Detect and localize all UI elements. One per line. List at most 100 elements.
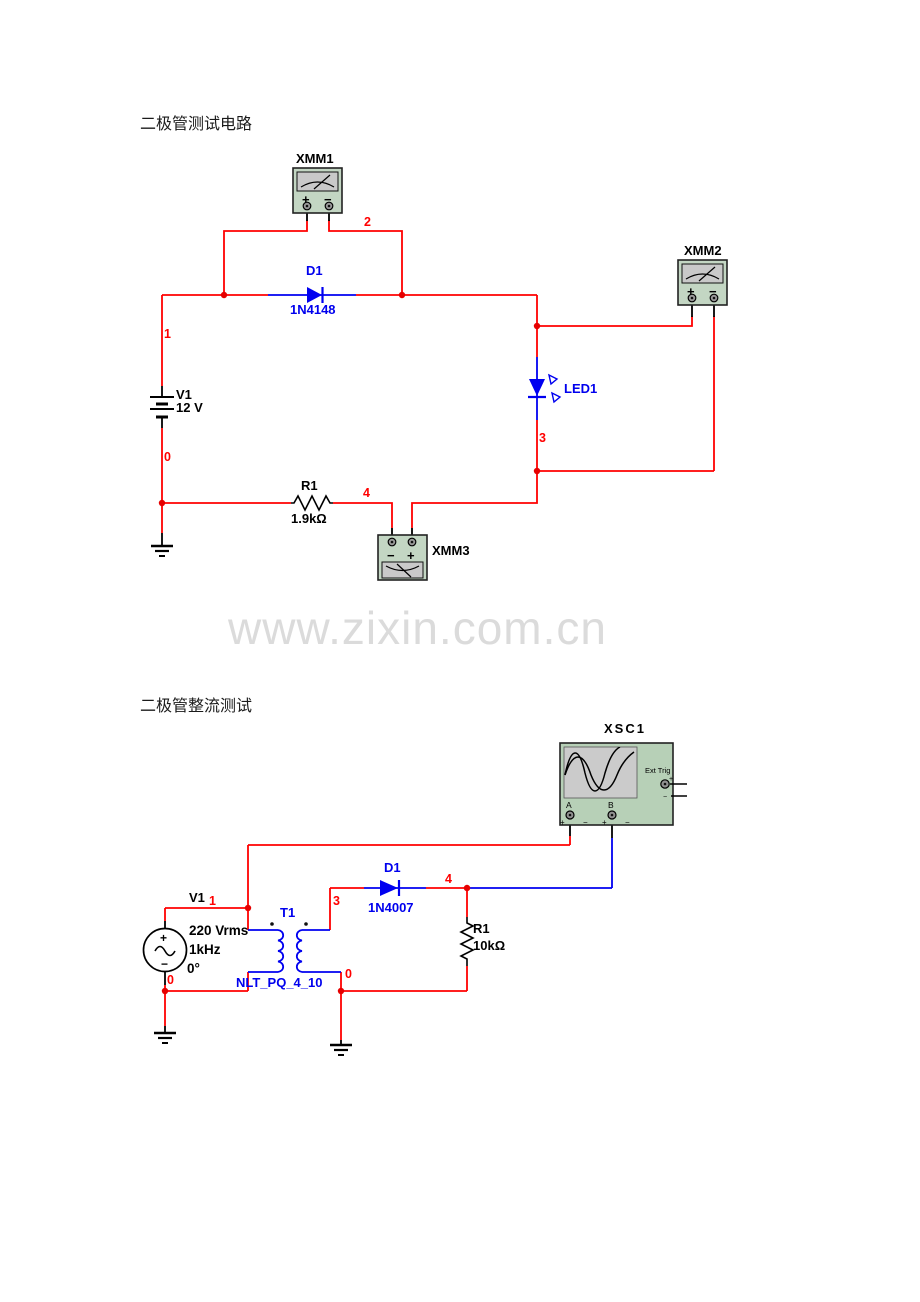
xsc1-ext-minus: − (663, 794, 667, 801)
xsc1-b-minus: − (625, 818, 630, 827)
wire-r1-to-xmm3 (333, 502, 393, 528)
xsc1-sine-1 (564, 747, 621, 792)
xsc1-ext-trig-label: Ext Trig (645, 766, 670, 775)
net4-label: 4 (363, 486, 370, 500)
section1-title: 二极管测试电路 (140, 116, 253, 133)
diode1-triangle (307, 287, 322, 303)
resistor2-ref-label: R1 (473, 921, 490, 936)
wire-xmm2-plus (537, 316, 693, 327)
net0-left-label-c2: 0 (167, 973, 174, 987)
net2-label: 2 (364, 215, 371, 229)
t1-phase-dot-secondary (304, 922, 308, 926)
diode1-value-label: 1N4148 (290, 302, 336, 317)
junction-dot (220, 291, 228, 299)
resistor2-zigzag (459, 917, 475, 966)
resistor1-ref-label: R1 (301, 478, 318, 493)
diode2-symbol (380, 880, 401, 896)
xmm3-minus-label: − (387, 548, 395, 563)
ac-source-value-2: 1kHz (189, 942, 221, 957)
junction-dot (244, 904, 252, 912)
battery-ref-label: V1 (176, 387, 192, 402)
circuit1: + − + − (150, 167, 728, 581)
ac-source-symbol: + − (142, 921, 188, 985)
xsc1-terminal-a-dot (568, 813, 572, 817)
led1-arrow-2 (550, 391, 562, 404)
junction-dot (398, 291, 406, 299)
net1-label-c2: 1 (209, 894, 216, 908)
diode2-triangle (380, 880, 398, 896)
xsc1-ref-label: XSC1 (604, 721, 646, 736)
ac-source-ref-label: V1 (189, 890, 205, 905)
junction-dot (533, 322, 541, 330)
xmm1-terminal-dot (305, 204, 309, 208)
multimeter-xmm1: + − (292, 167, 343, 221)
led1-triangle (529, 379, 545, 396)
watermark-text: www.zixin.com.cn (228, 602, 607, 654)
xmm3-terminal-dot (410, 540, 414, 544)
net0-label: 0 (164, 450, 171, 464)
xmm3-plus-label: + (407, 548, 415, 563)
battery-v1-symbol (150, 386, 174, 428)
xmm1-plus-label: + (302, 192, 310, 207)
ac-plus-sign: + (160, 931, 167, 945)
net3-label: 3 (539, 431, 546, 445)
diode2-value-label: 1N4007 (368, 900, 414, 915)
wire-xmm1-plus (223, 220, 308, 295)
diode2-ref-label: D1 (384, 860, 401, 875)
battery-value-label: 12 V (176, 400, 203, 415)
xsc1-channel-a-label: A (566, 800, 572, 810)
xsc1-channel-b-label: B (608, 800, 614, 810)
t1-phase-dot-primary (270, 922, 274, 926)
xmm3-ref-label: XMM3 (432, 543, 470, 558)
circuit2-red-wires (164, 836, 571, 1040)
t1-secondary-coil (295, 929, 303, 973)
ac-minus-sign: − (161, 957, 168, 971)
wire-xmm1-minus (328, 220, 403, 295)
resistor1-value-label: 1.9kΩ (291, 511, 327, 526)
junction-dot (463, 884, 471, 892)
t1-primary-coil (277, 929, 285, 973)
xmm2-needle (698, 266, 716, 282)
xmm1-dial-arc (300, 181, 335, 188)
xsc1-ext-plus: + (669, 776, 673, 783)
diode1-symbol (307, 287, 324, 303)
transformer-ref-label: T1 (280, 905, 296, 920)
ground1-symbol (151, 533, 173, 557)
led1-arrow-1 (547, 373, 559, 386)
multimeter-xmm2: + − (677, 259, 728, 317)
t1-coil-joins (272, 929, 308, 973)
led1-symbol (528, 373, 562, 404)
ac-source-value-3: 0° (187, 961, 200, 976)
xmm1-needle (313, 174, 331, 190)
circuit1-red-wires (161, 220, 715, 533)
xmm3-needle (396, 563, 412, 578)
net0-right-label-c2: 0 (345, 967, 352, 981)
net1-label: 1 (164, 327, 171, 341)
ground2-symbol (154, 1026, 176, 1044)
wire-xmm3-plus (411, 471, 538, 528)
led1-ref-label: LED1 (564, 381, 598, 396)
xsc1-terminal-b-dot (610, 813, 614, 817)
resistor1-zigzag (291, 494, 333, 512)
xmm1-minus-label: − (324, 192, 332, 207)
circuit1-junctions (158, 291, 541, 507)
xmm3-terminal-dot (390, 540, 394, 544)
xmm2-ref-label: XMM2 (684, 243, 722, 258)
junction-dot (337, 987, 345, 995)
xmm2-minus-label: − (709, 284, 717, 299)
net3-label-c2: 3 (333, 894, 340, 908)
transformer-t1-symbol (270, 922, 308, 973)
circuit2-blue-wires (248, 838, 613, 973)
xsc1-a-plus: + (560, 818, 565, 827)
junction-dot (161, 987, 169, 995)
xmm2-plus-label: + (687, 284, 695, 299)
section2-title: 二极管整流测试 (140, 698, 253, 715)
xsc1-screen-waveforms (564, 747, 635, 792)
oscilloscope-xsc1: Ext Trig + − A B + − + − (559, 742, 687, 838)
circuit2-junctions (161, 884, 471, 995)
diode1-ref-label: D1 (306, 263, 323, 278)
xsc1-sine-2 (564, 751, 635, 791)
transformer-value-label: NLT_PQ_4_10 (236, 975, 323, 990)
resistor2-value-label: 10kΩ (473, 938, 506, 953)
